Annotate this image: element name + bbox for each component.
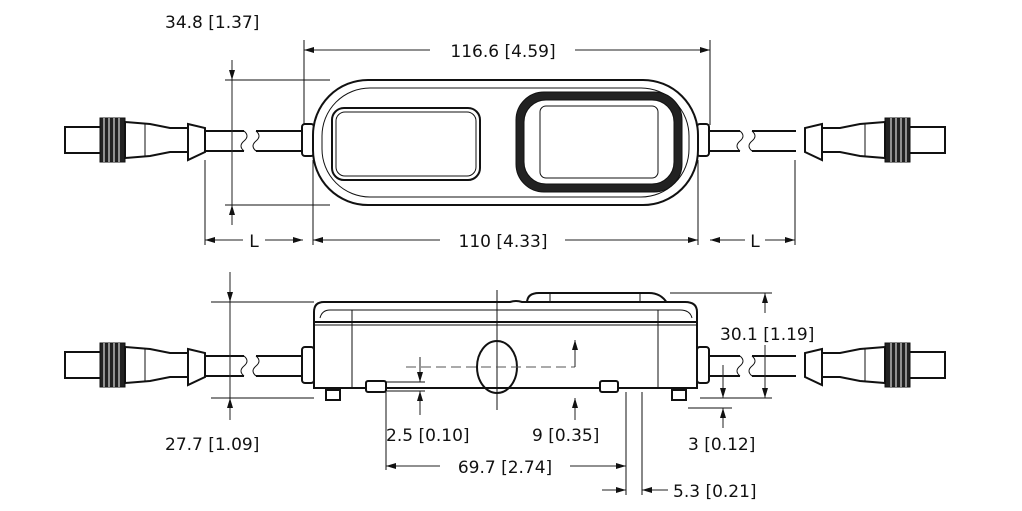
top-view: 34.8 [1.37] 116.6 [4.59] 110 [4.33] L L (64, 13, 946, 252)
left-cable (205, 123, 315, 157)
right-connector-female (804, 117, 946, 163)
dimension-lines-side (211, 272, 772, 495)
left-connector-male (64, 117, 206, 163)
slot-spacing-dimension-label: 69.7 [2.74] (458, 458, 552, 478)
height-dimension-label: 34.8 [1.37] (165, 13, 259, 33)
sensor-body-side (313, 290, 698, 410)
slot-width-dimension-label: 5.3 [0.21] (673, 482, 757, 502)
right-connector-female-side (804, 342, 946, 388)
body-length-dimension-label: 110 [4.33] (459, 232, 548, 252)
cable-length-left-label: L (249, 232, 259, 252)
center-height-dimension-label: 9 [0.35] (532, 426, 599, 446)
foot-height-dimension-label: 3 [0.12] (688, 435, 755, 455)
slot-height-dimension-label: 2.5 [0.10] (386, 426, 470, 446)
overall-length-dimension-label: 116.6 [4.59] (450, 42, 555, 62)
cable-length-right-label: L (750, 232, 760, 252)
side-view: 27.7 [1.09] 30.1 [1.19] 3 [0.12] 2.5 [0.… (64, 272, 946, 502)
total-height-dimension-label: 30.1 [1.19] (720, 325, 814, 345)
sensor-body-top (312, 79, 699, 206)
right-cable (696, 123, 796, 157)
side-height-dimension-label: 27.7 [1.09] (165, 435, 259, 455)
dimension-lines-top (204, 40, 796, 245)
left-connector-male-side (64, 342, 206, 388)
